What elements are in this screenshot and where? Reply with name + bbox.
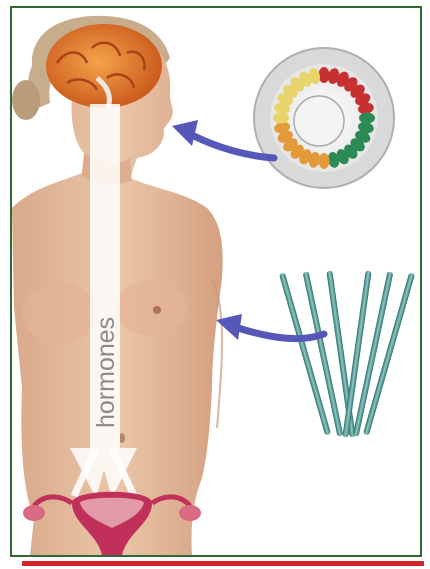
pill xyxy=(273,113,289,124)
diagram-frame: hormones xyxy=(10,6,422,557)
pill-pack-icon xyxy=(254,48,394,188)
accent-bar xyxy=(22,561,424,566)
pill xyxy=(319,67,330,83)
implant-rods-icon xyxy=(279,270,415,437)
brain-icon xyxy=(46,24,162,108)
hormones-label: hormones xyxy=(92,317,120,428)
implant-to-arm-arrow xyxy=(216,314,324,340)
pill xyxy=(319,153,330,169)
hormone-diagram: hormones xyxy=(12,8,420,555)
pill xyxy=(359,113,375,124)
